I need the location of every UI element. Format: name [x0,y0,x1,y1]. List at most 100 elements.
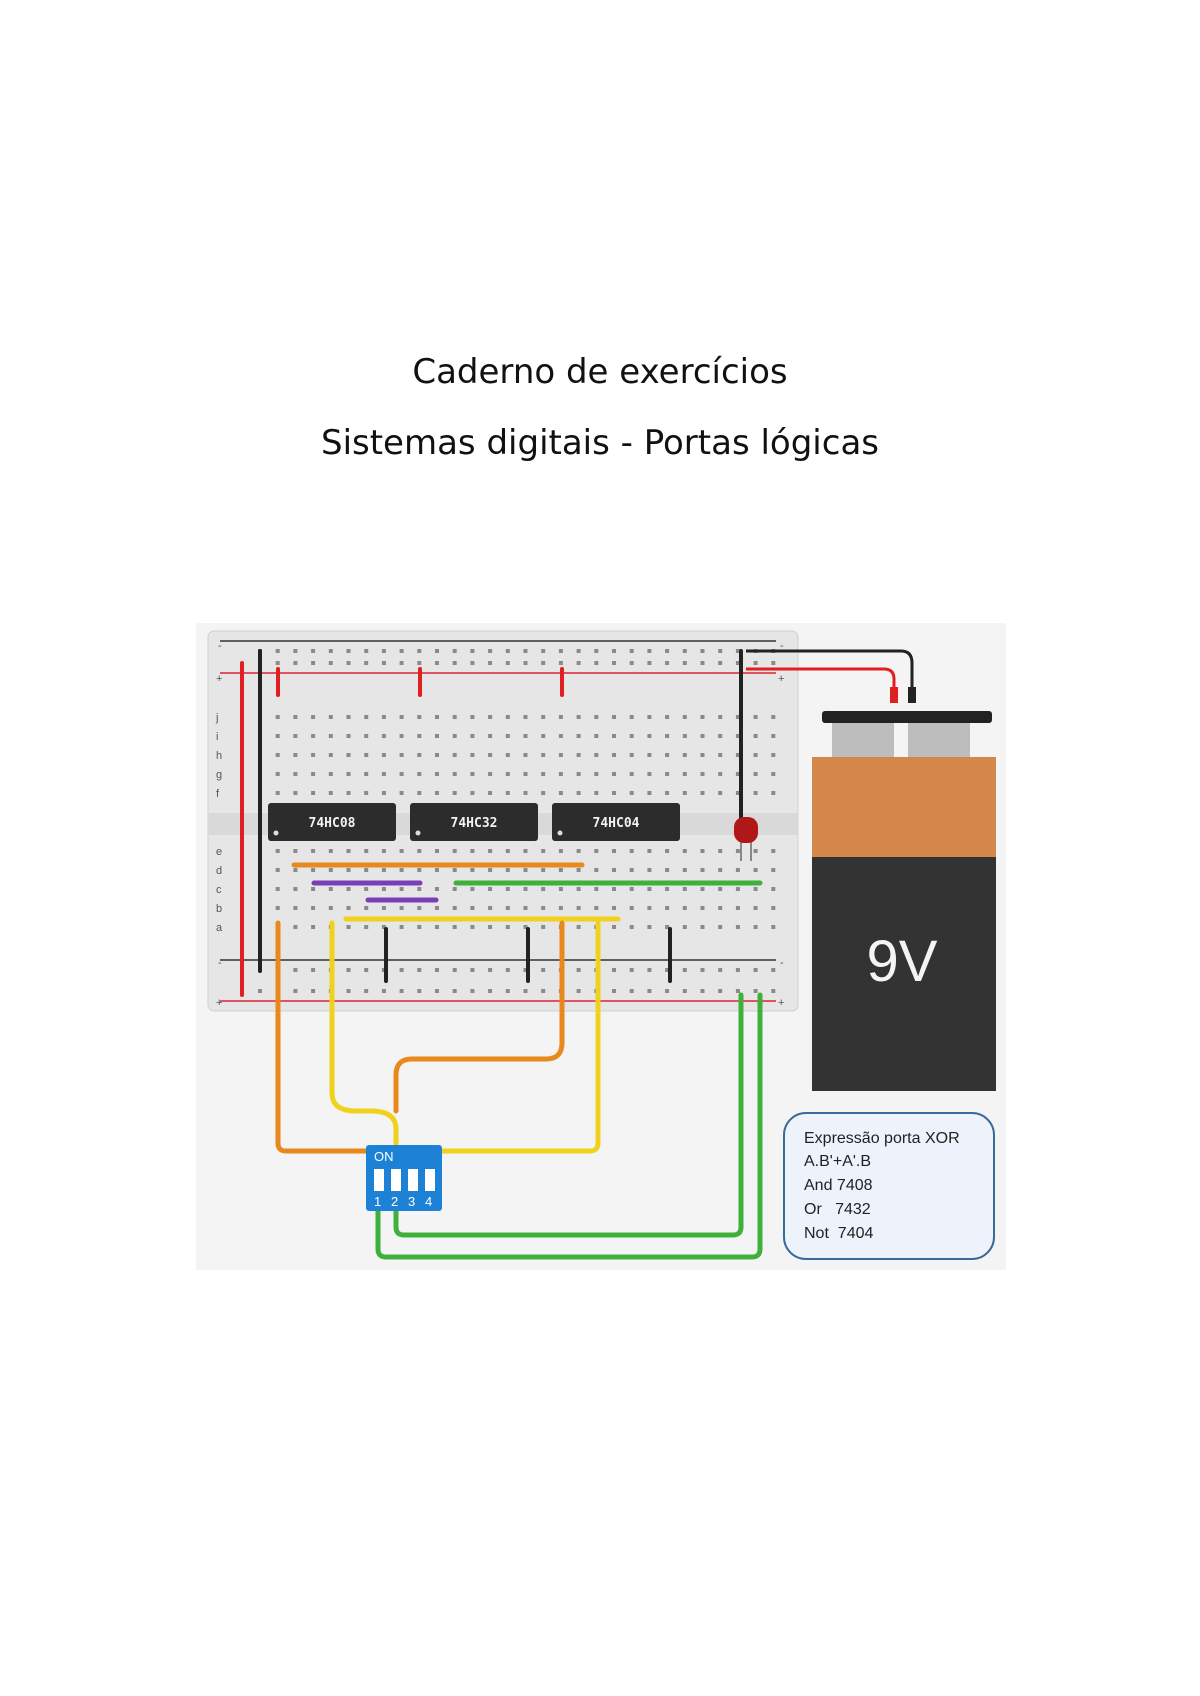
dip-toggle-2 [391,1169,401,1191]
breadboard-hole [470,868,475,872]
note-line-1: Expressão porta XOR [804,1130,960,1147]
breadboard-hole [771,989,776,993]
wire-yellow-dip-4 [425,920,601,1154]
breadboard-hole [399,715,404,719]
breadboard-hole [470,925,475,929]
breadboard-hole [328,753,333,757]
battery-label: 9V [867,929,938,994]
breadboard-hole [346,715,351,719]
breadboard-hole [399,868,404,872]
dip-position-1: 1 [374,1194,381,1209]
breadboard-hole [612,887,616,891]
breadboard-hole [541,734,546,738]
breadboard-hole [576,968,581,972]
breadboard-hole [488,868,493,872]
breadboard-hole [594,906,599,910]
breadboard-hole [435,753,439,757]
breadboard-hole [293,968,298,972]
breadboard-hole [541,791,546,795]
breadboard-hole [665,791,670,795]
breadboard-hole [346,734,351,738]
breadboard-hole [735,925,740,929]
breadboard-hole [594,734,599,738]
breadboard-hole [735,772,740,776]
breadboard-hole [771,868,776,872]
breadboard-hole [612,849,616,853]
breadboard-hole [576,753,581,757]
row-letter-b: b [216,903,222,915]
breadboard-hole [735,661,740,665]
breadboard-hole [647,791,652,795]
breadboard-hole [612,925,616,929]
breadboard-hole [718,753,723,757]
breadboard-hole [435,906,439,910]
breadboard-hole [753,849,758,853]
row-letter-f: f [216,788,220,800]
breadboard-hole [647,715,652,719]
breadboard-hole [488,968,493,972]
breadboard-hole [594,753,599,757]
breadboard-hole [594,868,599,872]
breadboard-hole [452,734,457,738]
breadboard-hole [399,989,404,993]
breadboard-hole [682,661,687,665]
dip-toggle-3 [408,1169,418,1191]
breadboard-hole [435,925,439,929]
breadboard-hole [753,734,758,738]
breadboard-hole [665,906,670,910]
breadboard-hole [364,772,369,776]
breadboard-hole [735,791,740,795]
breadboard-hole [293,649,298,653]
breadboard-hole [718,906,723,910]
breadboard-hole [612,753,616,757]
breadboard-hole [470,734,475,738]
breadboard-hole [364,661,369,665]
breadboard-hole [576,868,581,872]
breadboard-hole [682,649,687,653]
breadboard-hole [700,868,705,872]
breadboard-hole [293,734,298,738]
breadboard-hole [541,925,546,929]
breadboard-hole [470,649,475,653]
breadboard-hole [541,649,546,653]
breadboard-hole [647,868,652,872]
breadboard-hole [311,734,316,738]
breadboard-hole [523,868,528,872]
breadboard-hole [541,887,546,891]
breadboard-hole [523,906,528,910]
breadboard-hole [682,772,687,776]
rail-minus-top-right: - [780,640,784,652]
breadboard-hole [364,906,369,910]
rail-minus-bottom-left: - [218,957,222,969]
breadboard-hole [399,753,404,757]
breadboard-hole [700,772,705,776]
breadboard-hole [558,906,563,910]
breadboard-hole [771,791,776,795]
dip-on-label: ON [374,1149,394,1164]
breadboard-hole [523,734,528,738]
note-line-4: Or 7432 [804,1201,871,1218]
breadboard-hole [293,753,298,757]
breadboard-hole [647,649,652,653]
breadboard-hole [293,661,298,665]
note-line-3: And 7408 [804,1177,873,1194]
breadboard-hole [665,925,670,929]
breadboard-hole [470,968,475,972]
breadboard-hole [576,849,581,853]
breadboard-hole [452,925,457,929]
breadboard-hole [771,734,776,738]
breadboard-hole [576,715,581,719]
breadboard-hole [558,649,563,653]
breadboard-hole [346,849,351,853]
breadboard-hole [328,715,333,719]
wire-green-dip-6 [375,992,763,1260]
breadboard-hole [452,989,457,993]
breadboard-hole [753,791,758,795]
row-letter-i: i [216,731,218,743]
breadboard-hole [417,661,422,665]
breadboard-hole [417,868,422,872]
breadboard-hole [311,715,316,719]
wire-green-dip-5 [393,992,744,1238]
breadboard-hole [682,753,687,757]
breadboard-hole [735,906,740,910]
